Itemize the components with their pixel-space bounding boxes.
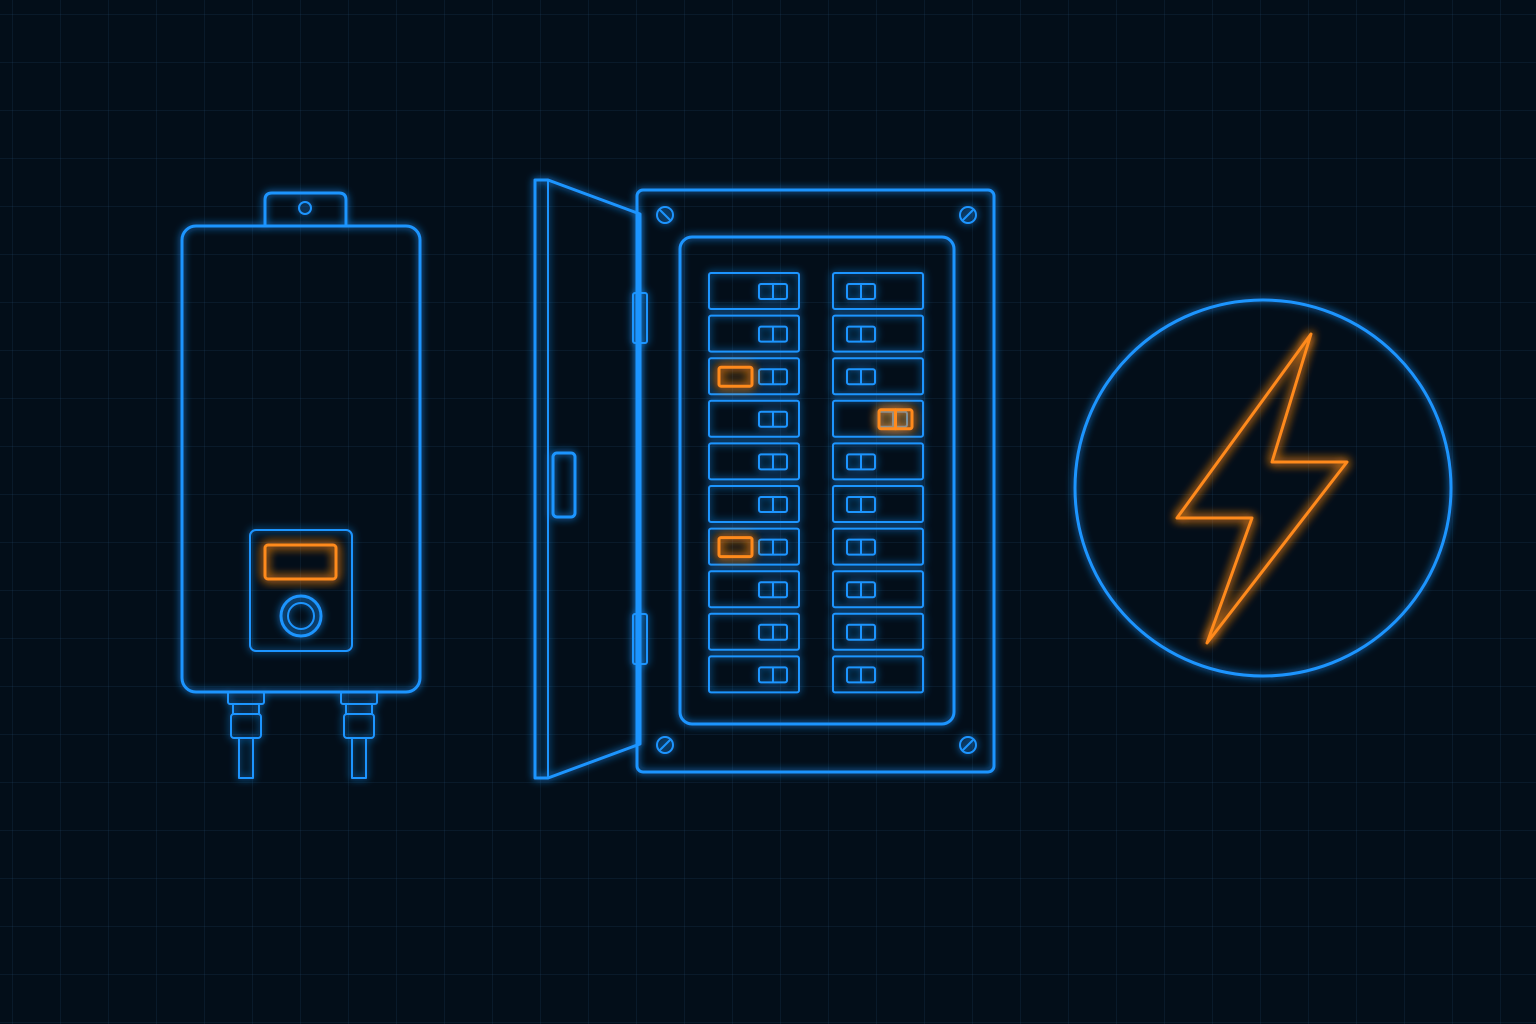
panel-inner-frame xyxy=(678,235,956,726)
breaker-switch xyxy=(708,442,800,481)
breaker-switch xyxy=(708,272,800,310)
hinge-top xyxy=(632,292,648,344)
breaker-switch xyxy=(708,485,800,523)
breaker-switch xyxy=(832,442,924,481)
breaker-switch xyxy=(832,655,924,694)
screw-bottom-left xyxy=(656,736,674,754)
breaker-grid xyxy=(708,272,924,694)
breaker-switch xyxy=(832,399,924,438)
breaker-switch xyxy=(832,314,924,353)
tripped-breaker-indicator-icon xyxy=(717,536,754,559)
panel-box xyxy=(635,188,996,774)
right-pipe xyxy=(340,691,378,779)
breaker-panel-icon xyxy=(533,178,996,780)
breaker-switch xyxy=(832,357,924,396)
breaker-switch xyxy=(832,570,924,609)
control-knob-inner xyxy=(287,602,315,630)
power-circle xyxy=(1073,298,1453,678)
water-heater-icon xyxy=(180,191,422,779)
breaker-switch xyxy=(708,655,800,694)
tripped-breaker-indicator-icon xyxy=(717,365,754,388)
breaker-switch xyxy=(832,485,924,523)
breaker-switch xyxy=(708,399,800,438)
display-indicator-icon xyxy=(263,543,338,581)
breaker-switch xyxy=(832,272,924,310)
water-heater-mount-tab xyxy=(263,191,348,228)
screw-top-left xyxy=(656,206,674,224)
water-heater-body xyxy=(180,224,422,694)
hinge-bottom xyxy=(632,613,648,665)
door-handle xyxy=(551,451,577,519)
breaker-switch xyxy=(832,527,924,566)
screw-top-right xyxy=(959,206,977,224)
control-knob xyxy=(279,594,323,638)
mount-hole xyxy=(298,201,312,215)
breaker-switch xyxy=(708,357,800,396)
breaker-switch xyxy=(832,612,924,651)
control-box xyxy=(249,529,353,652)
breaker-switch xyxy=(708,570,800,609)
lightning-bolt-icon xyxy=(1175,332,1349,645)
breaker-switch xyxy=(708,314,800,353)
tripped-breakers xyxy=(717,365,914,559)
screw-bottom-right xyxy=(959,736,977,754)
left-pipe xyxy=(227,691,265,779)
panel-door xyxy=(533,178,642,780)
breaker-switch xyxy=(708,612,800,651)
breaker-switch xyxy=(708,527,800,566)
